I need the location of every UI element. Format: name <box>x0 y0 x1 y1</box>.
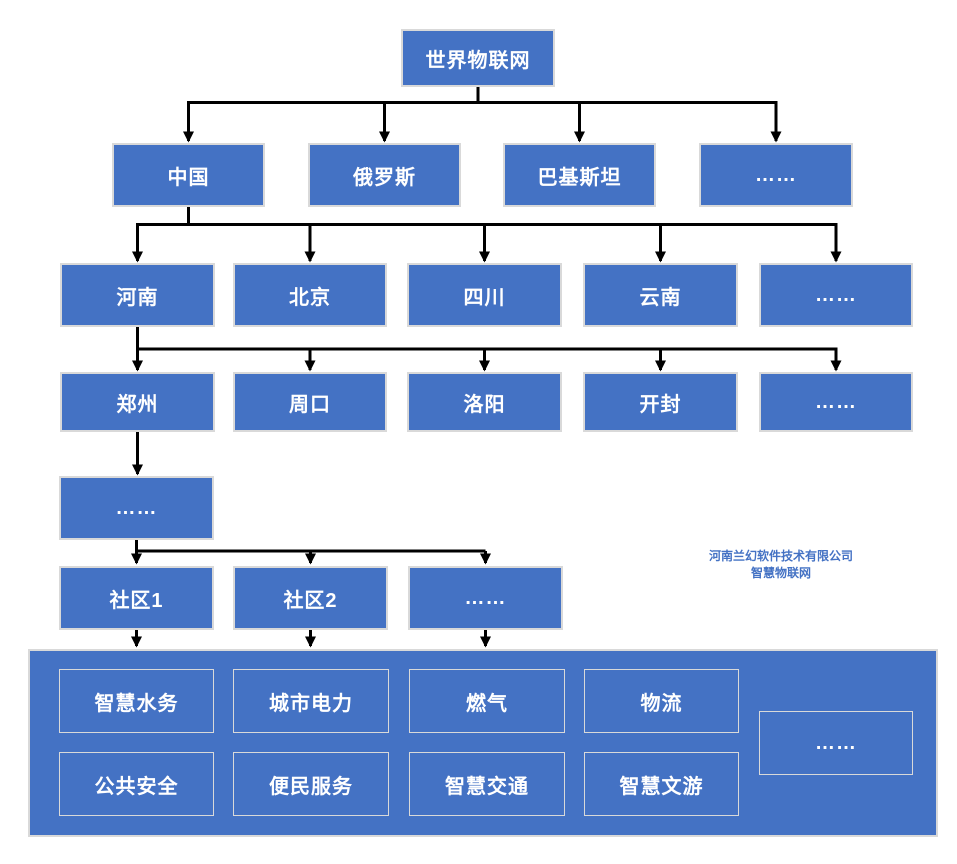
node-zhengzhou: 郑州 <box>60 372 215 432</box>
service-smart-traffic: 智慧交通 <box>409 752 565 816</box>
node-russia: 俄罗斯 <box>308 143 461 207</box>
watermark: 河南兰幻软件技术有限公司 智慧物联网 <box>660 548 902 582</box>
service-more: …… <box>759 711 913 775</box>
node-beijing: 北京 <box>233 263 387 327</box>
service-gas: 燃气 <box>409 669 565 733</box>
node-community-2: 社区2 <box>233 566 388 630</box>
service-smart-water: 智慧水务 <box>59 669 214 733</box>
service-smart-tourism: 智慧文游 <box>584 752 739 816</box>
node-zhoukou: 周口 <box>233 372 387 432</box>
service-public-safety: 公共安全 <box>59 752 214 816</box>
node-yunnan: 云南 <box>583 263 738 327</box>
node-districts-more: …… <box>59 476 214 540</box>
node-cities-more: …… <box>759 372 913 432</box>
node-countries-more: …… <box>699 143 853 207</box>
node-luoyang: 洛阳 <box>407 372 562 432</box>
node-kaifeng: 开封 <box>583 372 738 432</box>
connector-districts-communities <box>135 540 486 553</box>
node-pakistan: 巴基斯坦 <box>503 143 656 207</box>
service-convenient-services: 便民服务 <box>233 752 389 816</box>
connector-henan-cities <box>136 327 838 351</box>
watermark-product: 智慧物联网 <box>750 566 811 580</box>
node-henan: 河南 <box>60 263 215 327</box>
service-logistics: 物流 <box>584 669 739 733</box>
node-sichuan: 四川 <box>407 263 562 327</box>
node-provinces-more: …… <box>759 263 913 327</box>
connector-root-countries <box>187 87 778 104</box>
node-community-1: 社区1 <box>59 566 214 630</box>
node-world-iot: 世界物联网 <box>401 29 555 87</box>
node-china: 中国 <box>112 143 265 207</box>
node-communities-more: …… <box>408 566 563 630</box>
service-city-power: 城市电力 <box>233 669 389 733</box>
connector-china-provinces <box>136 207 838 226</box>
watermark-company: 河南兰幻软件技术有限公司 <box>708 549 853 563</box>
services-container <box>28 649 938 837</box>
